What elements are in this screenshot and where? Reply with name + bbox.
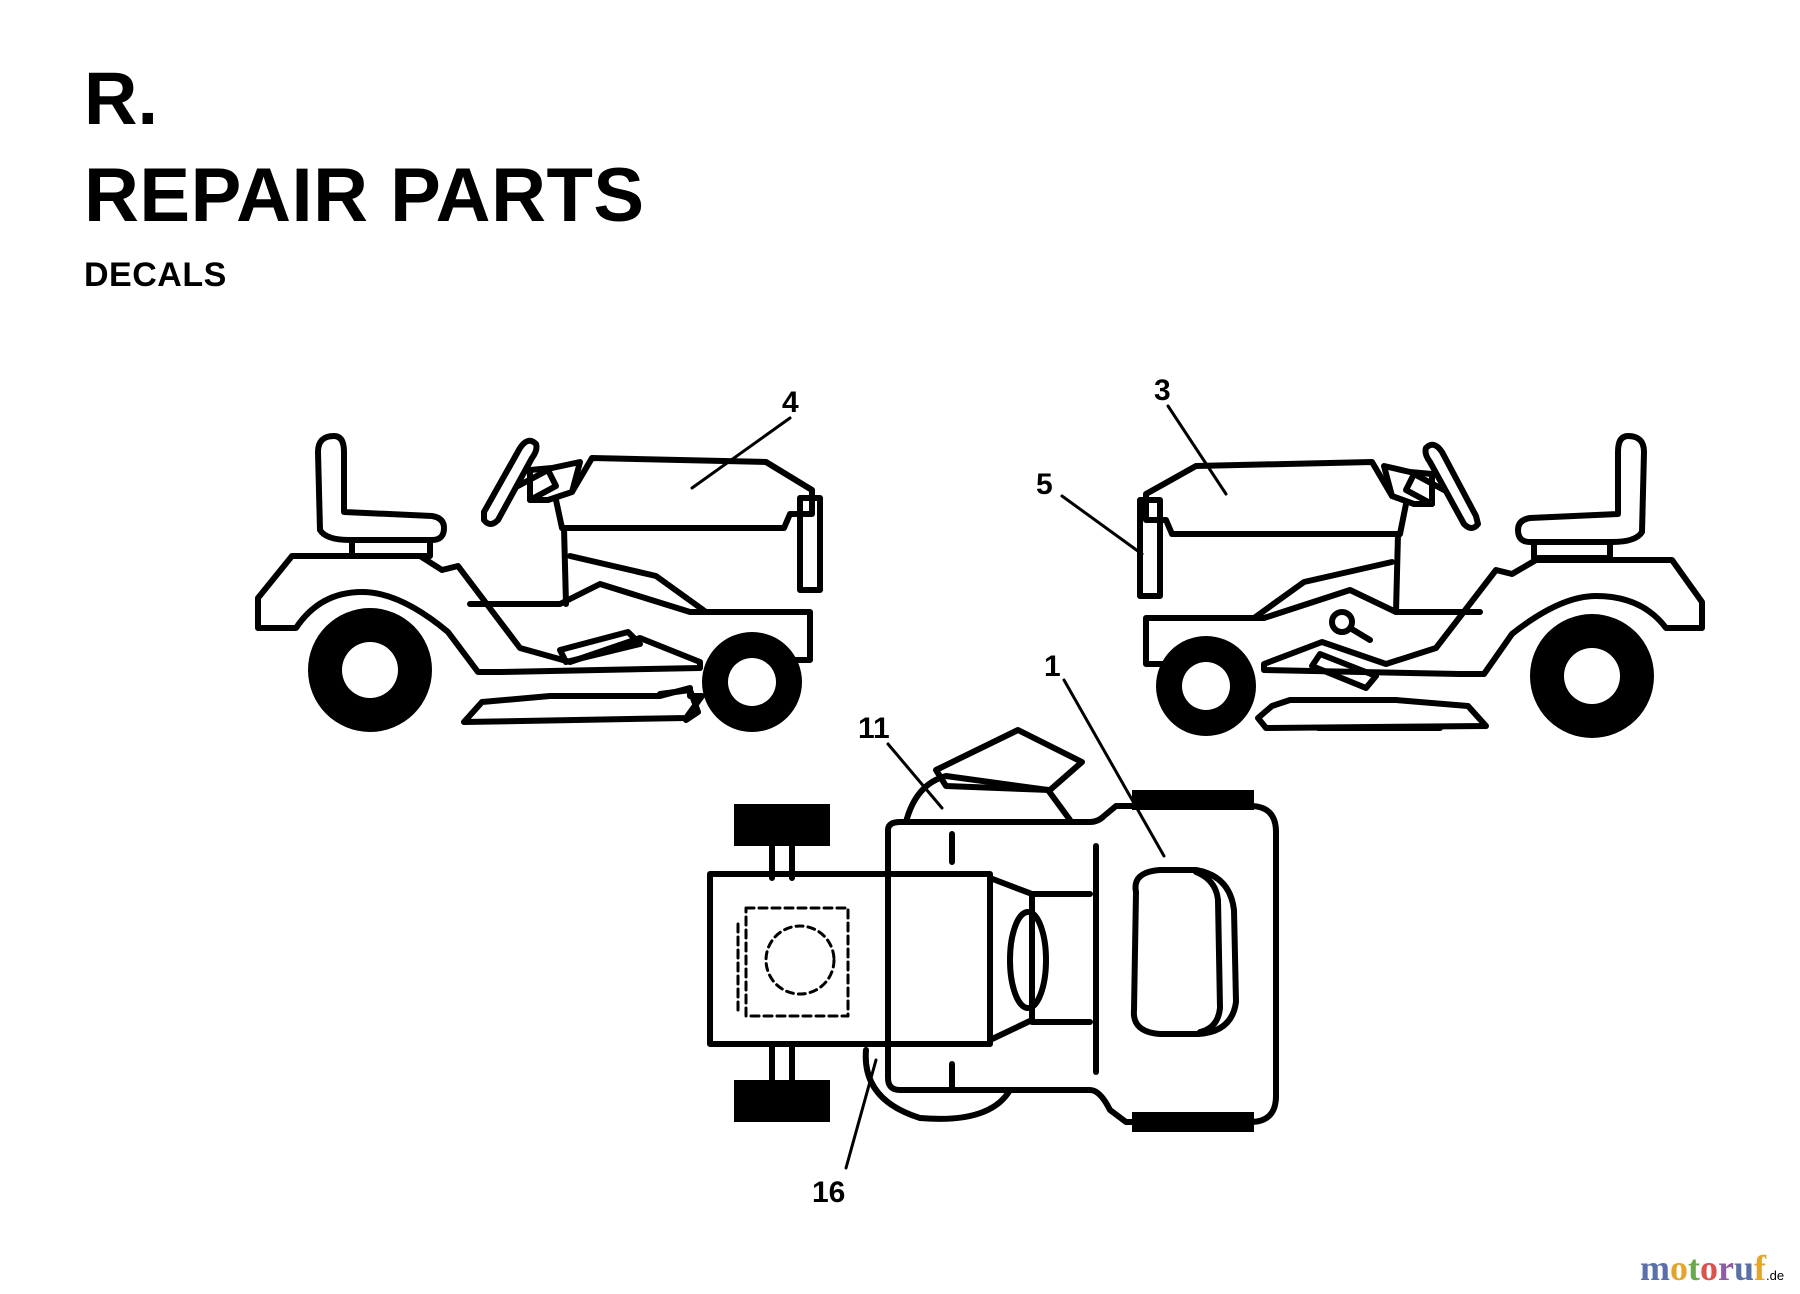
- watermark-logo: motoruf.de: [1640, 1250, 1784, 1286]
- watermark-letter: o: [1670, 1248, 1688, 1288]
- callout-1: 1: [1044, 650, 1061, 683]
- watermark-text: motoruf: [1640, 1248, 1766, 1288]
- section-letter: R.: [84, 57, 158, 140]
- callout-5: 5: [1036, 468, 1053, 501]
- page-title: REPAIR PARTS: [84, 153, 645, 238]
- callout-16: 16: [812, 1176, 845, 1209]
- watermark-letter: o: [1700, 1248, 1718, 1288]
- page-subtitle: DECALS: [84, 256, 227, 294]
- leader-lines: [690, 404, 1228, 1170]
- callout-3: 3: [1154, 374, 1171, 407]
- watermark-letter: t: [1688, 1248, 1700, 1288]
- tractor-top-view: [707, 727, 1279, 1132]
- watermark-letter: m: [1640, 1248, 1670, 1288]
- callout-4: 4: [782, 386, 799, 419]
- watermark-letter: u: [1733, 1248, 1755, 1288]
- tractor-right-side-view: [1137, 433, 1705, 738]
- tractor-left-side-view: [255, 433, 823, 732]
- watermark-tld: .de: [1766, 1268, 1785, 1283]
- watermark-letter: r: [1718, 1248, 1734, 1288]
- watermark-letter: f: [1754, 1248, 1767, 1288]
- callout-11: 11: [858, 712, 890, 745]
